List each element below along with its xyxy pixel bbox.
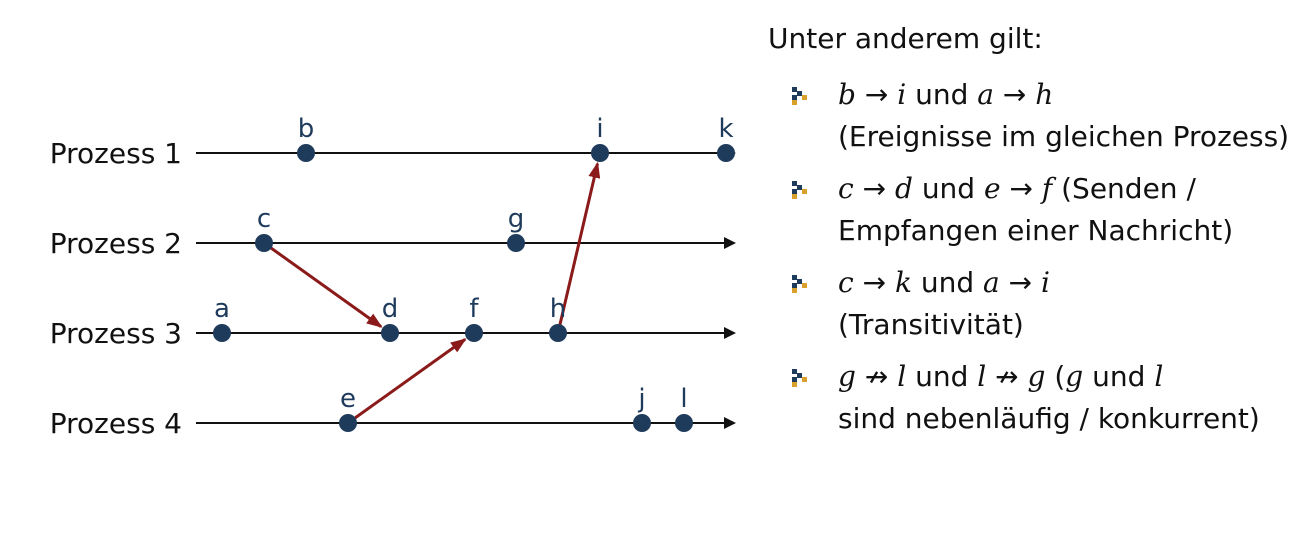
space-time-diagram: Prozess 1 Prozess 2 Prozess 3 Prozess 4 b i k…	[50, 114, 736, 440]
list-item: c → k und a → i (Transitivität)	[768, 262, 1308, 346]
event-point-e	[339, 414, 357, 432]
math-op: →	[862, 266, 887, 299]
note-text: (	[1054, 360, 1066, 393]
event-point-g	[507, 234, 525, 252]
conjunction: und	[920, 266, 975, 299]
math-var: g	[1027, 360, 1046, 393]
math-var: l	[897, 360, 907, 393]
bullet-icon	[792, 275, 807, 293]
event-point-a	[213, 324, 231, 342]
math-var: b	[838, 78, 856, 111]
math-op: →	[862, 172, 887, 205]
note-text: (Senden / Empfangen einer Nachricht)	[838, 172, 1234, 247]
notes-title: Unter anderem gilt:	[768, 22, 1043, 55]
math-var: e	[983, 172, 1001, 205]
event-label-d: d	[382, 294, 399, 324]
math-op: →	[1009, 172, 1033, 205]
event-label-l: l	[680, 384, 687, 414]
math-var: c	[838, 266, 854, 299]
conjunction: und	[915, 360, 969, 393]
math-op: ↛	[864, 360, 889, 393]
bullet-icon	[792, 181, 807, 199]
math-var: i	[897, 78, 907, 111]
process-label: Prozess 2	[50, 227, 182, 260]
list-item: b → i und a → h (Ereignisse im gleichen …	[768, 74, 1308, 158]
event-point-h	[549, 324, 567, 342]
event-label-i: i	[596, 114, 603, 144]
message-arrow-c-d	[263, 241, 383, 328]
math-op: →	[864, 78, 889, 111]
process-label: Prozess 1	[50, 137, 182, 170]
note-text: sind nebenläufig / konkurrent)	[838, 402, 1260, 435]
math-var: d	[894, 172, 913, 205]
bullet-icon	[792, 369, 807, 387]
math-var: g	[1065, 360, 1084, 393]
event-label-c: c	[257, 204, 271, 234]
math-var: h	[1035, 78, 1054, 111]
event-label-k: k	[718, 114, 733, 144]
math-var: a	[977, 78, 994, 111]
math-var: c	[838, 172, 854, 205]
event-label-j: j	[637, 384, 645, 414]
process-label: Prozess 4	[50, 407, 182, 440]
note-text: (Ereignisse im gleichen Prozess)	[838, 120, 1290, 153]
event-point-j	[633, 414, 651, 432]
event-point-l	[675, 414, 693, 432]
math-op: ↛	[995, 360, 1019, 393]
math-var: g	[838, 360, 856, 393]
note-text: und	[1092, 360, 1146, 393]
event-point-c	[255, 234, 273, 252]
message-arrow-h-i	[556, 161, 601, 334]
notes-panel: Unter anderem gilt: b → i und a → h (Ere…	[768, 18, 1308, 450]
message-arrow-e-f	[347, 338, 467, 425]
event-label-e: e	[340, 384, 356, 414]
math-var: a	[983, 266, 1000, 299]
event-point-i	[591, 144, 609, 162]
math-var: k	[894, 266, 912, 299]
process-label: Prozess 3	[50, 317, 182, 350]
event-point-b	[297, 144, 315, 162]
math-var: f	[1041, 172, 1053, 205]
list-item: c → d und e → f (Senden / Empfangen eine…	[768, 168, 1308, 252]
math-var: l	[977, 360, 987, 393]
conjunction: und	[921, 172, 976, 205]
conjunction: und	[915, 78, 969, 111]
event-point-d	[381, 324, 399, 342]
event-label-f: f	[469, 294, 479, 324]
math-var: l	[1154, 360, 1164, 393]
event-point-k	[717, 144, 735, 162]
bullet-icon	[792, 87, 807, 105]
notes-list: b → i und a → h (Ereignisse im gleichen …	[768, 74, 1308, 440]
math-op: →	[1002, 78, 1027, 111]
math-var: i	[1041, 266, 1050, 299]
note-text: (Transitivität)	[838, 308, 1024, 341]
event-label-h: h	[550, 294, 566, 324]
event-point-f	[465, 324, 483, 342]
math-op: →	[1008, 266, 1033, 299]
event-label-b: b	[298, 114, 315, 144]
event-label-a: a	[214, 294, 230, 324]
list-item: g ↛ l und l ↛ g (g und l sind nebenläufi…	[768, 356, 1308, 440]
event-label-g: g	[508, 204, 525, 234]
